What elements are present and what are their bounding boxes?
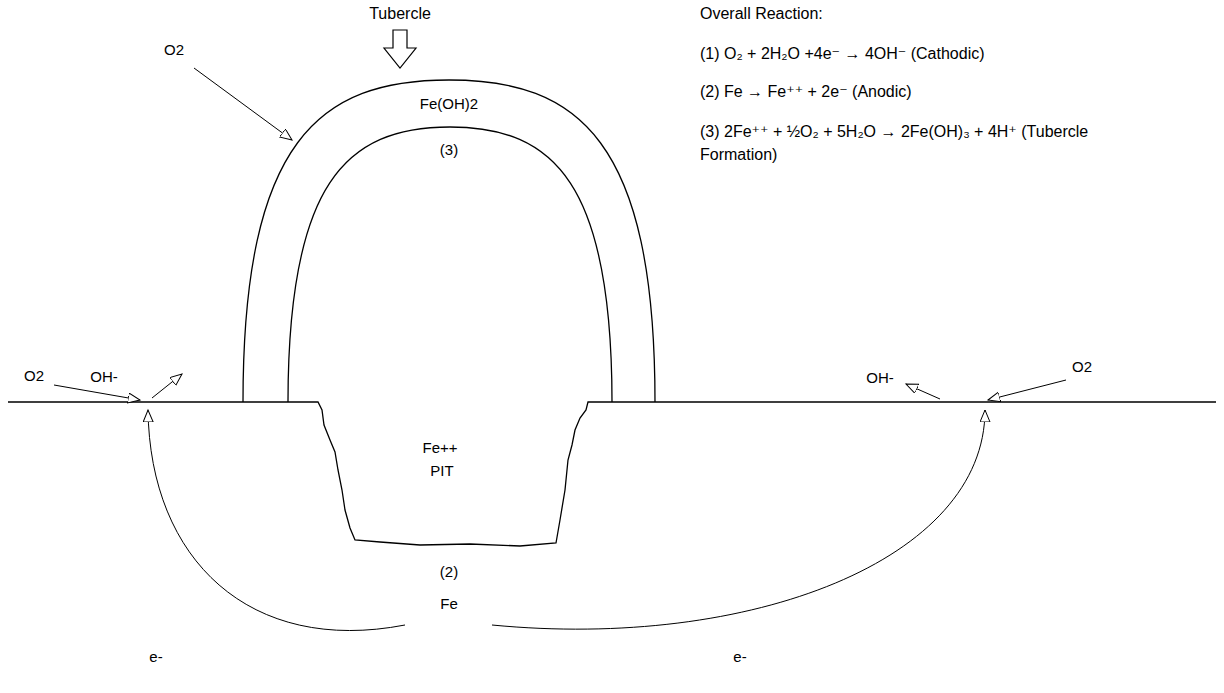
callout-number: (3) xyxy=(440,141,458,159)
species-label: Fe++ xyxy=(422,439,457,457)
reaction-equation: (3) 2Fe⁺⁺ + ½O₂ + 5H₂O → 2Fe(OH)₃ + 4H⁺ … xyxy=(700,120,1140,166)
metal-surface xyxy=(8,402,1216,546)
reaction-equation: (2) Fe → Fe⁺⁺ + 2e⁻ (Anodic) xyxy=(700,82,912,101)
electron-label: e- xyxy=(149,648,162,666)
tubercle-outer xyxy=(243,80,655,402)
electron-label: e- xyxy=(733,648,746,666)
tubercle-inner xyxy=(288,127,612,402)
heading-label: Tubercle xyxy=(369,4,431,23)
oxygen-arrow xyxy=(194,68,292,140)
reaction-heading: Overall Reaction: xyxy=(700,4,823,23)
species-label: Fe xyxy=(440,595,458,613)
oxygen-arrow xyxy=(988,380,1066,400)
species-label: O2 xyxy=(24,367,44,385)
oxygen-arrow xyxy=(54,385,140,400)
hydroxide-arrow xyxy=(906,384,940,399)
species-label: OH- xyxy=(90,368,118,386)
species-label: O2 xyxy=(164,41,184,59)
electron-flow xyxy=(492,410,985,629)
species-label: Fe(OH)2 xyxy=(420,95,478,113)
block-arrow xyxy=(384,30,416,68)
species-label: O2 xyxy=(1072,358,1092,376)
electron-flow xyxy=(148,410,405,631)
callout-number: (2) xyxy=(440,563,458,581)
hydroxide-arrow xyxy=(152,374,182,398)
species-label: OH- xyxy=(866,369,894,387)
region-label: PIT xyxy=(430,462,453,480)
reaction-equation: (1) O₂ + 2H₂O +4e⁻ → 4OH⁻ (Cathodic) xyxy=(700,44,985,63)
